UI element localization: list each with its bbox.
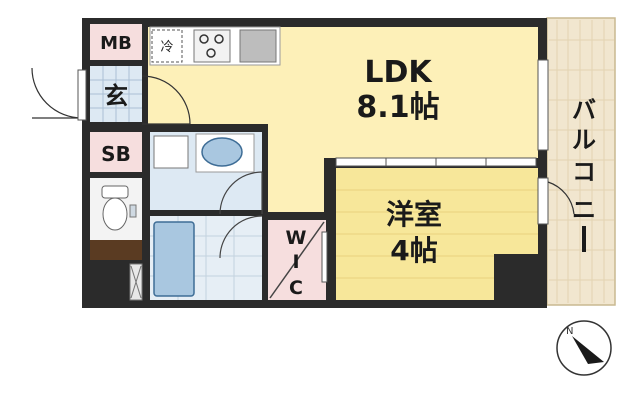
fridge-label: 冷 — [160, 40, 173, 55]
kitchen-sink — [239, 29, 277, 63]
ldk-window — [537, 59, 549, 151]
western-window — [537, 177, 549, 225]
balcony-char-5 — [582, 226, 586, 252]
wic-label-w: W — [286, 227, 307, 249]
washroom-door-swing — [219, 171, 263, 215]
western-room-name: 洋室 — [386, 198, 442, 231]
mb-floor — [90, 24, 142, 60]
mb-label: MB — [100, 33, 132, 54]
balcony-char-2: ル — [572, 126, 596, 154]
balcony-char-5-text: ー — [0, 0, 1, 1]
toilet-tank — [101, 185, 129, 199]
entrance-door-swing-right — [141, 75, 191, 125]
bathroom-door-swing — [219, 215, 263, 259]
north-arrow-icon: N — [556, 320, 612, 376]
balcony-char-1: バ — [572, 96, 596, 124]
sb-label: SB — [101, 142, 131, 166]
svg-text:N: N — [566, 326, 573, 337]
balcony-char-3: コ — [572, 158, 596, 186]
ldk-name: LDK — [364, 55, 433, 90]
entrance-door — [77, 69, 87, 121]
ldk-floor — [148, 27, 538, 212]
fridge-space — [151, 29, 183, 63]
ldk-size: 8.1帖 — [356, 90, 439, 125]
sb-floor — [90, 132, 142, 172]
toilet-bowl — [102, 197, 128, 231]
entrance-label: 玄 — [104, 82, 128, 110]
toilet-floor-mat — [90, 240, 142, 260]
bathtub — [153, 221, 195, 297]
washbasin-icon — [201, 137, 243, 167]
wic-label-i: I — [292, 251, 299, 273]
washing-machine-space — [153, 135, 189, 169]
balcony-char-4: ニ — [572, 196, 596, 224]
entrance-door-swing-left — [31, 67, 83, 119]
western-room-size: 4帖 — [390, 234, 437, 267]
balcony — [546, 17, 616, 306]
wic-label-c: C — [289, 277, 303, 299]
